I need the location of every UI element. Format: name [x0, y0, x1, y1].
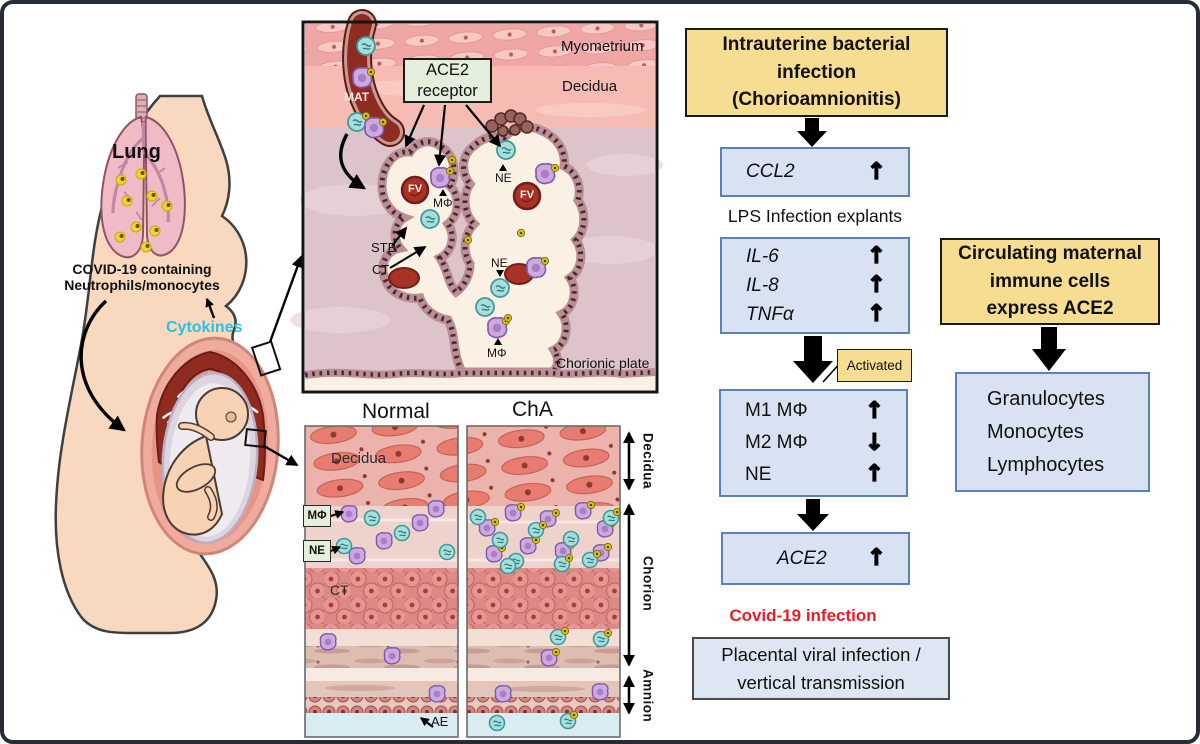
il6-label: IL-6 — [746, 245, 779, 267]
curved-arrow-to-uterus — [79, 299, 126, 432]
villi-panel-art — [290, 9, 663, 394]
covid-caption: COVID-19 containing Neutrophils/monocyte… — [58, 261, 226, 293]
side-label-amnion: Amnion — [640, 669, 656, 723]
up-arrow-icon: ↑ — [866, 272, 887, 298]
intrauterine-line3: (Chorioamnionitis) — [732, 89, 901, 111]
up-arrow-icon: ↑ — [864, 397, 885, 424]
granulocytes-label: Granulocytes — [987, 387, 1105, 410]
normal-header: Normal — [362, 400, 430, 423]
lung-icon — [100, 115, 186, 259]
connector-arrow-top — [268, 255, 304, 343]
mphi-label-arrow — [330, 510, 345, 519]
m2-label: M2 MΦ — [745, 432, 808, 453]
intrauterine-infection-box: Intrauterine bacterial infection (Chorio… — [685, 28, 948, 117]
immune-cell-levels-box: M1 MΦ ↑ M2 MΦ ↓ NE ↑ — [719, 389, 908, 497]
ace2-level-label: ACE2 — [777, 547, 827, 569]
ne-label-arrow — [330, 545, 342, 555]
lps-caption: LPS Infection explants — [727, 206, 903, 226]
zoom-box-membrane — [244, 428, 267, 449]
ace2-level-box: ACE2 ↑ — [721, 532, 910, 585]
outcome-box: Placental viral infection / vertical tra… — [692, 637, 950, 700]
fv-label-1: FV — [407, 183, 423, 195]
ct-label-top: CT — [372, 262, 390, 277]
ne-label-2: NE — [491, 256, 508, 270]
intrauterine-line1: Intrauterine bacterial — [722, 33, 911, 55]
decidua-label-top: Decidua — [562, 78, 618, 95]
covid19-infection-label: Covid-19 infection — [729, 606, 877, 625]
up-arrow-icon: ↑ — [866, 158, 887, 185]
decidua-label-bottom: Decidua — [331, 450, 387, 467]
ccl2-label: CCL2 — [746, 161, 795, 182]
m1-label: M1 MΦ — [745, 400, 808, 422]
outcome-line2: vertical transmission — [737, 672, 905, 693]
mat-label: MAT — [344, 90, 370, 104]
pointer-icons — [439, 164, 507, 345]
down-arrow-icon: ↓ — [864, 429, 885, 456]
intrauterine-line2: infection — [776, 61, 857, 83]
circulating-cells-box: Circulating maternal immune cells expres… — [940, 238, 1160, 325]
down-arrow-icon — [1032, 327, 1066, 371]
ace2-arrow-3 — [465, 104, 502, 148]
myometrium-label: Myometrium — [561, 38, 644, 55]
circulating-line3: express ACE2 — [986, 297, 1114, 319]
ace2-arrow-1 — [404, 104, 426, 148]
lymphocytes-label: Lymphocytes — [987, 453, 1105, 476]
ne-label-1: NE — [495, 171, 512, 185]
down-arrow-icon — [797, 118, 827, 147]
cha-header: ChA — [512, 398, 553, 421]
ace2-receptor-label: ACE2 receptor — [403, 58, 492, 103]
stb-arrow — [391, 226, 408, 247]
pregnant-woman-figure — [54, 93, 304, 635]
ct-label-bottom: CT — [330, 582, 349, 598]
up-arrow-icon: ↑ — [866, 243, 887, 269]
ace2-arrow-2 — [434, 104, 447, 167]
circulating-line1: Circulating maternal — [958, 243, 1142, 265]
membrane-panel-art — [304, 425, 635, 738]
stb-label: STB — [371, 240, 397, 255]
chorionic-plate-label: Chorionic plate — [556, 355, 650, 371]
ae-label-arrow — [419, 717, 434, 728]
maternal-artery-icon — [342, 9, 405, 147]
outcome-line1: Placental viral infection / — [721, 644, 921, 665]
down-arrow-icon — [793, 336, 833, 383]
cytokines-arrow — [205, 297, 216, 319]
fv-label-2: FV — [519, 189, 535, 201]
connector-arrow-bottom — [263, 444, 299, 467]
covid-caption-line2: Neutrophils/monocytes — [64, 277, 220, 293]
covid-caption-line1: COVID-19 containing — [72, 261, 212, 277]
ace2-line2: receptor — [417, 81, 478, 100]
circulating-line2: immune cells — [989, 270, 1111, 292]
villi-panel-border — [301, 20, 659, 394]
up-arrow-icon: ↑ — [864, 461, 885, 488]
ne-level-label: NE — [745, 463, 772, 485]
il8-label: IL-8 — [746, 274, 779, 296]
ae-label: AE — [431, 714, 449, 729]
tnfa-label: TNFα — [746, 303, 794, 325]
uterus-icon — [140, 336, 280, 556]
ct-arrow — [389, 246, 427, 269]
up-arrow-icon: ↑ — [866, 545, 887, 571]
cell-types-box: Granulocytes Monocytes Lymphocytes — [955, 372, 1150, 492]
mphi-key-label: MΦ — [303, 505, 331, 527]
ace2-line1: ACE2 — [425, 60, 470, 79]
side-label-decidua: Decidua — [640, 432, 656, 490]
zoom-box-villi — [250, 340, 282, 377]
monocytes-label: Monocytes — [987, 420, 1084, 443]
up-arrow-icon: ↑ — [866, 301, 887, 327]
fetus-icon — [162, 387, 249, 536]
down-arrow-icon — [797, 499, 829, 531]
cytokine-levels-box: IL-6 ↑ IL-8 ↑ TNFα ↑ — [720, 237, 910, 334]
mphi-label-1: MΦ — [433, 196, 453, 210]
activated-box: Activated — [837, 349, 912, 382]
lung-label: Lung — [112, 141, 161, 163]
ccl2-box: CCL2 ↑ — [720, 147, 910, 197]
mphi-label-2: MΦ — [487, 346, 507, 360]
chorionic-plate-icon — [304, 368, 656, 390]
artery-to-villi-arrow — [339, 133, 367, 190]
ne-key-label: NE — [303, 540, 331, 562]
cytokines-label: Cytokines — [166, 319, 243, 336]
side-label-chorion: Chorion — [640, 556, 656, 612]
